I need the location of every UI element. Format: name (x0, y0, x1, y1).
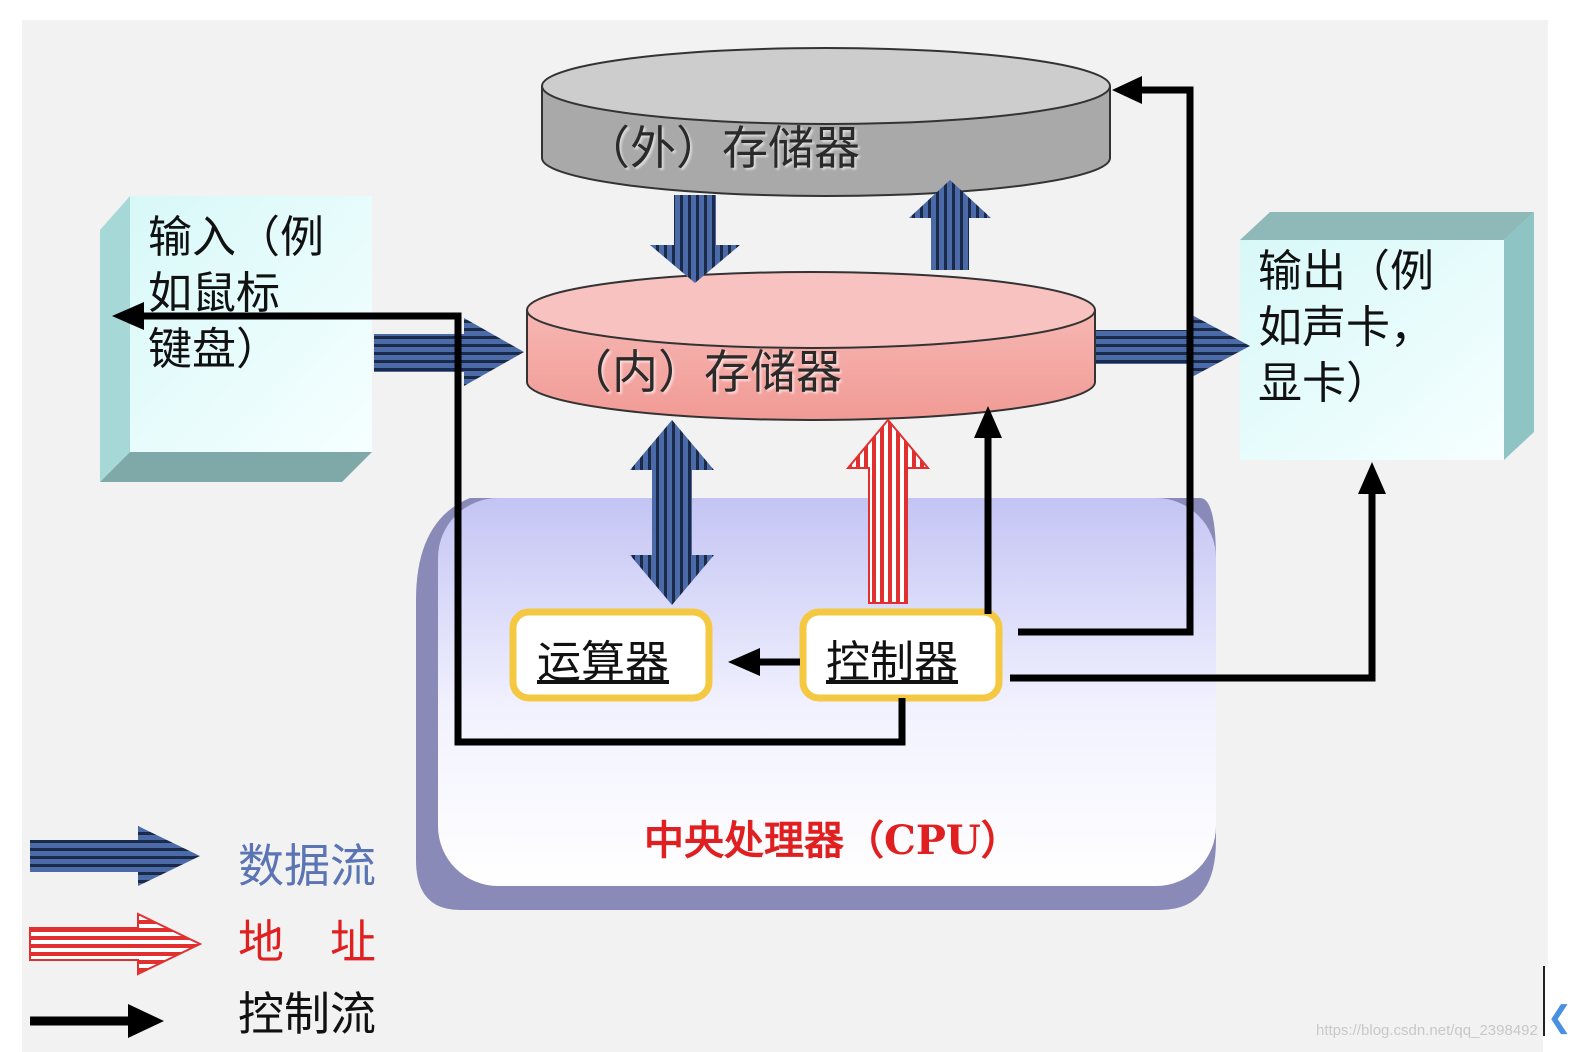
legend-data-flow-label: 数据流 (238, 839, 376, 893)
external-storage-label: （外）存储器 (584, 121, 860, 175)
chevron-left-icon[interactable]: ❮ (1547, 1000, 1570, 1035)
scroll-indicator-bar (1543, 966, 1545, 1036)
input-device-box (100, 196, 372, 482)
control-arrowheads (112, 76, 1386, 676)
output-device-label: 输出（例 如声卡， 显卡） (1258, 246, 1434, 409)
control-line-to-output (1010, 490, 1376, 682)
control-flow-lines (140, 86, 1376, 746)
alu-label: 运算器 (537, 637, 669, 688)
controller-label: 控制器 (826, 637, 958, 688)
control-line-to-input (140, 312, 906, 746)
legend-control-flow-arrow (30, 1004, 164, 1038)
legend-address-label: 地 址 (238, 915, 376, 969)
input-device-label: 输入（例 如鼠标 键盘） (148, 212, 324, 375)
external-storage-disk (541, 47, 1111, 197)
output-device-box (1240, 212, 1534, 460)
data-arrow-input-to-internal (374, 318, 524, 386)
cpu-label: 中央处理器（CPU） (644, 817, 1021, 864)
legend-address-arrow (29, 912, 203, 976)
cpu-panel (416, 498, 1216, 910)
legend-control-flow-label: 控制流 (238, 987, 376, 1041)
data-arrow-external-to-internal (650, 195, 740, 283)
watermark-text: https://blog.csdn.net/qq_2398492 (1316, 1022, 1538, 1039)
data-arrow-internal-to-external (909, 180, 991, 270)
legend-data-flow-arrow (30, 826, 200, 886)
internal-storage-disk (526, 271, 1096, 421)
data-arrow-internal-to-output (1096, 314, 1250, 378)
scroll-indicator[interactable]: ❮ (1543, 966, 1570, 1052)
data-arrow-alu-internal-bidirectional (630, 420, 714, 605)
control-line-to-external-storage (1018, 86, 1194, 636)
address-arrow-controller-to-internal (845, 418, 931, 604)
alu-box (509, 608, 713, 702)
internal-storage-label: （内）存储器 (566, 345, 842, 399)
